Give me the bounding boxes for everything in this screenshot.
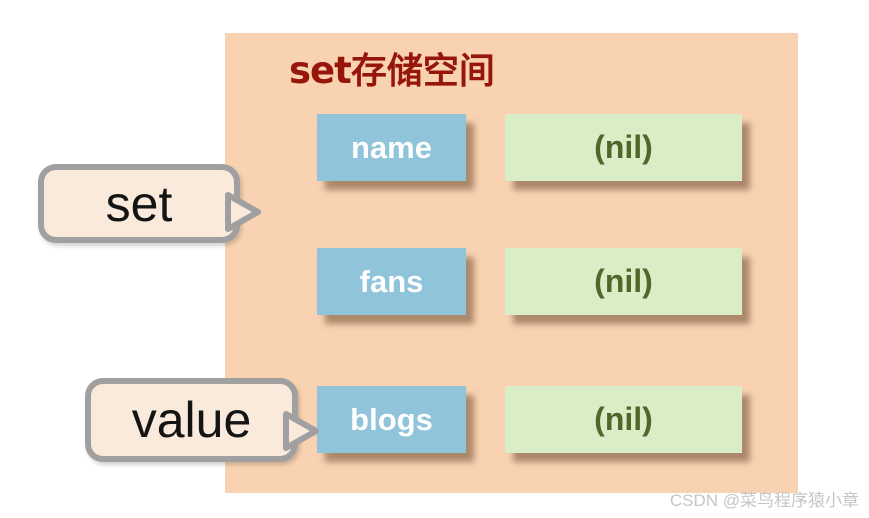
set-callout-label: set — [105, 175, 173, 232]
value-callout-label: value — [131, 392, 252, 448]
value-callout: value — [85, 378, 319, 462]
panel-title-set-text: set — [289, 49, 352, 92]
csdn-watermark: CSDN @菜鸟程序猿小章 — [669, 491, 859, 510]
callout-tail-icon — [283, 411, 319, 451]
callout-tail-icon — [225, 192, 261, 232]
panel-title: set存储空间 — [289, 49, 495, 92]
value-box-blogs: (nil) — [505, 386, 742, 453]
key-box-name: name — [317, 114, 466, 181]
value-box-fans: (nil) — [505, 248, 742, 315]
set-storage-panel: set存储空间 name (nil) fans (nil) blogs (nil… — [225, 33, 798, 493]
value-box-name: (nil) — [505, 114, 742, 181]
key-box-blogs: blogs — [317, 386, 466, 453]
key-box-fans: fans — [317, 248, 466, 315]
set-callout: set — [38, 164, 261, 243]
panel-title-cjk-text: 存储空间 — [350, 51, 495, 91]
